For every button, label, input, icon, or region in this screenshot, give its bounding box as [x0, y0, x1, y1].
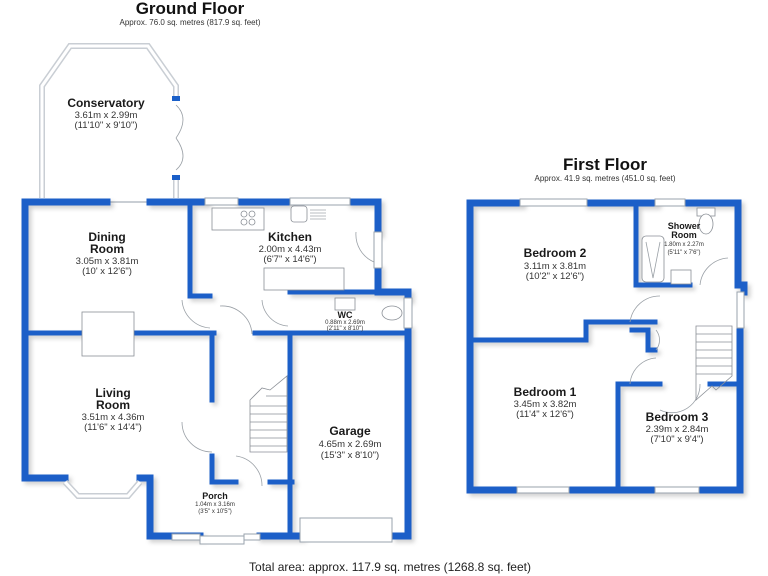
wc-door	[261, 299, 289, 327]
bedroom-2-window	[519, 198, 588, 207]
bedroom-1-door	[629, 357, 657, 385]
conservatory-outline	[39, 43, 184, 203]
room-name: Conservatory	[67, 96, 145, 110]
room-wc: WC 0.88m x 2.69m (2'11" x 8'10")	[325, 310, 365, 332]
room-imperial: (15'3" x 8'10")	[321, 450, 379, 461]
room-metric: 1.80m x 2.27m	[664, 242, 704, 248]
room-name: Bedroom 2	[524, 246, 587, 260]
room-kitchen: Kitchen 2.00m x 4.43m (6'7" x 14'6")	[259, 230, 322, 265]
room-bedroom-2: Bedroom 2 3.11m x 3.81m (10'2" x 12'6")	[524, 246, 587, 282]
room-name: Dining	[88, 230, 125, 244]
room-imperial: (5'11" x 7'6")	[667, 250, 700, 256]
kitchen-window-2	[289, 197, 351, 206]
garage-door	[299, 517, 393, 543]
room-name: Bedroom 1	[514, 385, 577, 399]
shower-room-basin	[670, 269, 692, 285]
fireplace	[81, 311, 135, 357]
room-imperial: (11'10" x 9'10")	[74, 120, 137, 131]
room-imperial: (2'11" x 8'10")	[327, 326, 363, 332]
kitchen-window-1	[204, 197, 239, 206]
room-name: WC	[338, 310, 353, 320]
room-porch: Porch 1.04m x 3.16m (3'5" x 10'5")	[195, 491, 235, 515]
room-bedroom-1: Bedroom 1 3.45m x 3.82m (11'4" x 12'6")	[514, 385, 577, 420]
porch-window-left	[171, 533, 201, 541]
kitchen-sink-icon	[290, 205, 326, 223]
room-shower-room: Shower Room 1.80m x 2.27m (5'11" x 7'6")	[664, 221, 704, 256]
room-name: Shower	[668, 221, 701, 231]
bedroom-3-window	[654, 486, 700, 494]
room-imperial: (10' x 12'6")	[82, 266, 132, 277]
first-floor-stairs	[695, 325, 733, 401]
living-room-door	[181, 421, 213, 453]
room-imperial: (11'4" x 12'6")	[516, 409, 574, 420]
room-imperial: (10'2" x 12'6")	[526, 271, 584, 282]
room-metric: 3.45m x 3.82m	[514, 399, 577, 410]
hall-door	[219, 305, 253, 335]
room-imperial: (7'10" x 9'4")	[650, 434, 703, 445]
room-metric: 3.11m x 3.81m	[524, 261, 586, 272]
kitchen-island	[263, 267, 345, 291]
room-imperial: (3'5" x 10'5")	[198, 509, 232, 515]
room-name: Porch	[202, 491, 228, 501]
room-dining-room: Dining Room 3.05m x 3.81m (10' x 12'6")	[76, 230, 139, 277]
kitchen-counter	[211, 207, 265, 231]
porch-window-right	[243, 533, 261, 541]
room-bedroom-3: Bedroom 3 2.39m x 2.84m (7'10" x 9'4")	[646, 410, 709, 445]
wc-toilet	[381, 305, 403, 321]
shower-room-toilet	[698, 213, 714, 235]
wc-basin	[334, 297, 356, 311]
room-name: Bedroom 3	[646, 410, 709, 424]
conservatory-door-right	[175, 137, 184, 171]
room-name: Room	[96, 398, 130, 412]
room-name: Room	[90, 242, 124, 256]
wc-window	[403, 297, 413, 329]
room-metric: 3.51m x 4.36m	[82, 412, 145, 423]
first-floor-title: First Floor	[563, 155, 647, 174]
room-name: Garage	[329, 424, 371, 438]
room-metric: 0.88m x 2.69m	[325, 320, 365, 326]
bedroom-1-window	[516, 486, 570, 494]
shower-tray	[641, 235, 665, 283]
room-metric: 1.04m x 3.16m	[195, 502, 235, 508]
room-name: Living	[95, 386, 130, 400]
porch-door	[235, 455, 263, 487]
landing-window	[736, 291, 745, 329]
room-imperial: (11'6" x 14'4")	[84, 422, 142, 433]
room-imperial: (6'7" x 14'6")	[263, 254, 316, 265]
front-door	[199, 535, 245, 545]
hob-icon	[240, 210, 256, 226]
room-garage: Garage 4.65m x 2.69m (15'3" x 8'10")	[319, 424, 382, 461]
room-metric: 3.61m x 2.99m	[75, 110, 138, 121]
room-living-room: Living Room 3.51m x 4.36m (11'6" x 14'4"…	[82, 386, 145, 433]
ground-floor-walls	[21, 198, 412, 540]
shower-room-window	[654, 198, 686, 207]
total-area: Total area: approx. 117.9 sq. metres (12…	[249, 560, 531, 574]
ground-stairs	[249, 375, 288, 453]
room-conservatory: Conservatory 3.61m x 2.99m (11'10" x 9'1…	[67, 96, 145, 131]
ground-floor-area: Approx. 76.0 sq. metres (817.9 sq. feet)	[120, 18, 261, 27]
cupboard-door	[655, 329, 660, 351]
first-floor-area: Approx. 41.9 sq. metres (451.0 sq. feet)	[535, 174, 676, 183]
bedroom-2-door	[629, 295, 661, 323]
kitchen-back-door	[355, 231, 375, 263]
shower-room-door	[699, 257, 729, 286]
room-metric: 3.05m x 3.81m	[76, 256, 139, 267]
room-metric: 4.65m x 2.69m	[319, 439, 382, 450]
room-name: Room	[671, 230, 697, 240]
kitchen-door	[181, 299, 211, 329]
room-metric: 2.39m x 2.84m	[646, 424, 709, 435]
room-name: Kitchen	[268, 230, 312, 244]
bedroom-3-door	[659, 383, 701, 414]
kitchen-side-door	[373, 231, 383, 269]
room-metric: 2.00m x 4.43m	[259, 244, 322, 255]
conservatory-door-left	[175, 104, 184, 139]
first-floor-walls	[466, 199, 748, 494]
ground-floor-title: Ground Floor	[136, 0, 245, 18]
